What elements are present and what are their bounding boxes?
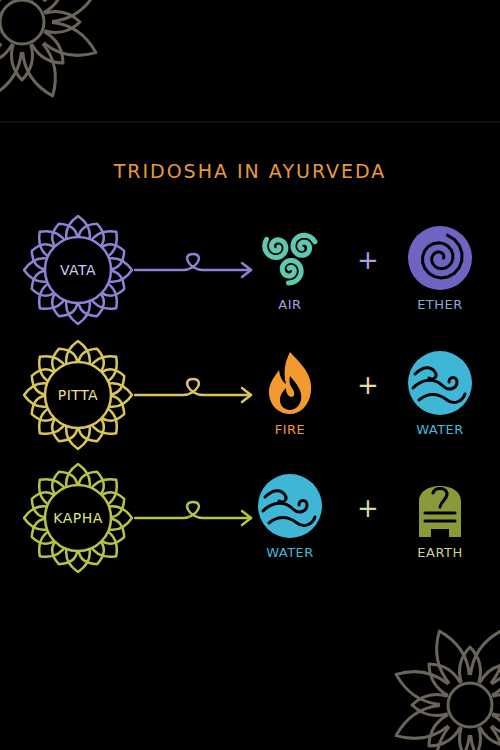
earth-lines [425, 489, 455, 522]
mandala-petal [396, 706, 448, 739]
plus-sign: + [353, 245, 383, 275]
mandala-petal [44, 23, 96, 56]
air-symbol [255, 223, 325, 293]
fire-core [280, 376, 302, 410]
divider-line [0, 122, 500, 123]
water-wave [263, 501, 307, 512]
mandala-petal [492, 672, 500, 705]
arrow-line [135, 379, 251, 395]
air-swirl [293, 235, 315, 255]
diagram-title: TRIDOSHA IN AYURVEDA [0, 160, 500, 182]
mandala-ring [0, 0, 44, 44]
mandala-petal [44, 0, 96, 21]
dosha-name: KAPHA [23, 510, 133, 526]
corner-mandala [396, 631, 500, 750]
dosha-name: PITTA [23, 387, 133, 403]
fire-flame [269, 352, 311, 414]
arrow-head [242, 263, 251, 277]
earth-shape [419, 486, 461, 537]
mandala-petal [471, 727, 500, 750]
water-disc [258, 474, 322, 538]
mandala-petal [23, 0, 56, 1]
element-icon: ETHER [398, 223, 482, 312]
earth-symbol [405, 471, 475, 541]
curl-arrow [135, 502, 251, 525]
mandala-petal [396, 672, 448, 705]
curl-arrow [135, 379, 251, 402]
dosha-lotus: VATA [23, 215, 133, 325]
plus-sign: + [353, 370, 383, 400]
mandala-petal [437, 631, 470, 683]
arrow-head [242, 388, 251, 402]
dosha-lotus: KAPHA [23, 463, 133, 573]
water-wave [265, 491, 286, 502]
water-disc [408, 351, 472, 415]
mandala-petal [0, 0, 21, 1]
dosha-name: VATA [23, 262, 133, 278]
fire-symbol [255, 348, 325, 418]
water-wave [415, 368, 436, 379]
arrow-line [135, 254, 251, 270]
mandala-petal [492, 694, 500, 715]
ether-symbol [405, 223, 475, 293]
mandala-petal [0, 0, 12, 12]
dosha-lotus: PITTA [23, 340, 133, 450]
element-name: ETHER [398, 297, 482, 312]
arrow-line [135, 502, 251, 518]
mandala-ring [448, 683, 492, 727]
element-name: WATER [398, 422, 482, 437]
mandala-petal [23, 44, 56, 96]
water-symbol [405, 348, 475, 418]
water-symbol [255, 471, 325, 541]
ether-spiral [423, 235, 462, 278]
element-icon: EARTH [398, 471, 482, 560]
plus-sign: + [353, 493, 383, 523]
element-icon: AIR [248, 223, 332, 312]
mandala-petal [0, 44, 21, 96]
element-icon: WATER [398, 348, 482, 437]
arrow-head [242, 511, 251, 525]
element-name: AIR [248, 297, 332, 312]
water-wave [413, 378, 457, 389]
mandala-petal [0, 23, 1, 56]
mandala-petal [0, 0, 1, 21]
ether-disc [408, 226, 472, 290]
mandala-petal [0, 32, 12, 63]
water-wave [419, 394, 465, 402]
element-icon: FIRE [248, 348, 332, 437]
air-swirl [282, 261, 301, 283]
element-icon: WATER [248, 471, 332, 560]
element-name: EARTH [398, 545, 482, 560]
mandala-petal [471, 631, 500, 683]
mandala-petal [32, 0, 63, 12]
element-name: FIRE [248, 422, 332, 437]
curl-arrow [135, 254, 251, 277]
corner-mandala [0, 0, 96, 96]
air-swirl [265, 239, 286, 257]
water-wave [269, 517, 315, 525]
element-name: WATER [248, 545, 332, 560]
